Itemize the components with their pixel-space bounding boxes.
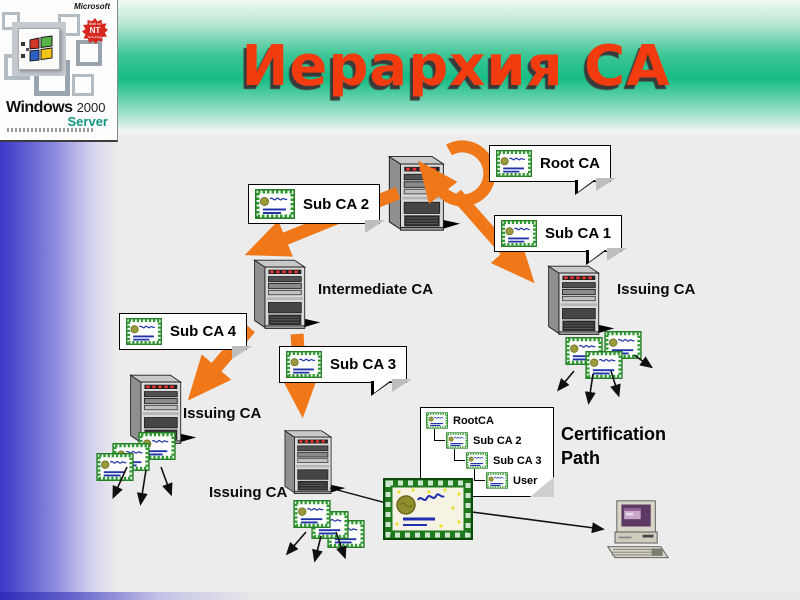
windows2000-box-art: Microsoft Built on NT Technology Windows… — [0, 0, 118, 142]
circular-arrow-icon — [418, 140, 496, 207]
cert-icon — [585, 351, 623, 379]
callout-sub-ca-2: Sub CA 2 — [248, 184, 386, 233]
user-certificate-large — [383, 478, 473, 540]
issue-arrow — [335, 531, 347, 560]
callout-label: Sub CA 4 — [170, 323, 237, 340]
issue-arrow — [633, 354, 654, 369]
windows-flag-icon — [21, 35, 53, 62]
label-issuing-ca-left: Issuing CA — [183, 405, 262, 422]
callout-label: Sub CA 3 — [330, 356, 397, 373]
cert-icon — [426, 412, 448, 429]
cert-icon — [293, 500, 331, 528]
product-edition: Server — [67, 114, 108, 129]
callout-tail — [374, 381, 391, 393]
cert-icon — [255, 189, 295, 219]
issue-arrow — [160, 466, 173, 497]
cp-node-sub-ca-2: Sub CA 2 — [446, 432, 522, 449]
page-title: Иерархия CA — [241, 34, 671, 99]
cert-icon — [446, 432, 468, 449]
callout-sub-ca-3: Sub CA 3 — [279, 346, 413, 396]
nt-badge: Built on NT Technology — [82, 18, 108, 44]
cert-icon — [126, 318, 162, 345]
cert-icon — [286, 351, 322, 378]
cp-node-label: Sub CA 2 — [473, 434, 522, 447]
server-issuing-ca-center — [284, 430, 346, 495]
product-name-bold: Windows — [6, 99, 73, 116]
desktop-pc-icon — [607, 500, 669, 559]
bottom-gradient-strip — [0, 592, 800, 600]
box-caption-line — [7, 128, 93, 132]
label-issuing-ca-right: Issuing CA — [617, 281, 696, 298]
label-intermediate-ca: Intermediate CA — [318, 281, 434, 298]
cert-icon — [486, 472, 508, 489]
cert-icon — [96, 453, 134, 481]
issue-arrow — [112, 466, 128, 500]
callout-label: Sub CA 2 — [303, 195, 370, 213]
folded-corner — [530, 477, 554, 497]
cp-node-sub-ca-3: Sub CA 3 — [466, 452, 542, 469]
callout-label: Sub CA 1 — [545, 225, 612, 242]
issue-arrow — [556, 370, 575, 392]
starburst-icon — [82, 18, 108, 44]
callout-tail — [232, 346, 253, 359]
square-decor — [2, 12, 20, 30]
square-decor — [72, 74, 94, 96]
tree-connector — [474, 469, 485, 481]
cp-node-rootca: RootCA — [426, 412, 494, 429]
issue-arrow — [312, 535, 323, 563]
cp-node-label: Sub CA 3 — [493, 454, 542, 467]
tree-connector — [454, 449, 465, 461]
callout-sub-ca-4: Sub CA 4 — [119, 313, 253, 359]
microsoft-logo: Microsoft — [74, 2, 110, 11]
issue-arrow — [610, 370, 621, 398]
left-gradient-bar — [0, 142, 118, 592]
label-issuing-ca-center: Issuing CA — [209, 484, 288, 501]
arrow-certificate-to-user-pc — [471, 511, 605, 534]
cert-icon — [496, 150, 532, 177]
callout-tail — [392, 379, 413, 392]
callout-tail — [607, 248, 628, 261]
cp-node-label: RootCA — [453, 414, 494, 427]
cert-icon — [501, 220, 537, 247]
server-issuing-ca-right — [548, 265, 615, 335]
callout-tail — [596, 178, 616, 191]
square-decor — [12, 22, 66, 76]
line-server-to-certificate — [329, 487, 391, 505]
callout-tail — [589, 250, 606, 262]
certification-path-title: Certification Path — [561, 424, 667, 469]
issue-arrow — [136, 469, 148, 506]
callout-label: Root CA — [540, 155, 600, 172]
badge-text-main: NT — [89, 26, 101, 35]
issue-arrow — [584, 373, 596, 405]
badge-text-top: Built on — [89, 22, 101, 26]
tree-connector — [434, 429, 445, 441]
title-banner — [0, 0, 800, 136]
badge-text-bottom: Technology — [87, 35, 103, 39]
product-year: 2000 — [76, 100, 106, 115]
windows-flag-frame — [18, 28, 60, 70]
callout-tail — [578, 180, 594, 192]
issue-arrow — [285, 531, 307, 556]
cert-icon — [466, 452, 488, 469]
callout-tail — [365, 220, 386, 233]
callout-root-ca: Root CA — [489, 145, 616, 195]
callout-sub-ca-1: Sub CA 1 — [494, 215, 628, 265]
server-intermediate-ca — [254, 259, 321, 329]
